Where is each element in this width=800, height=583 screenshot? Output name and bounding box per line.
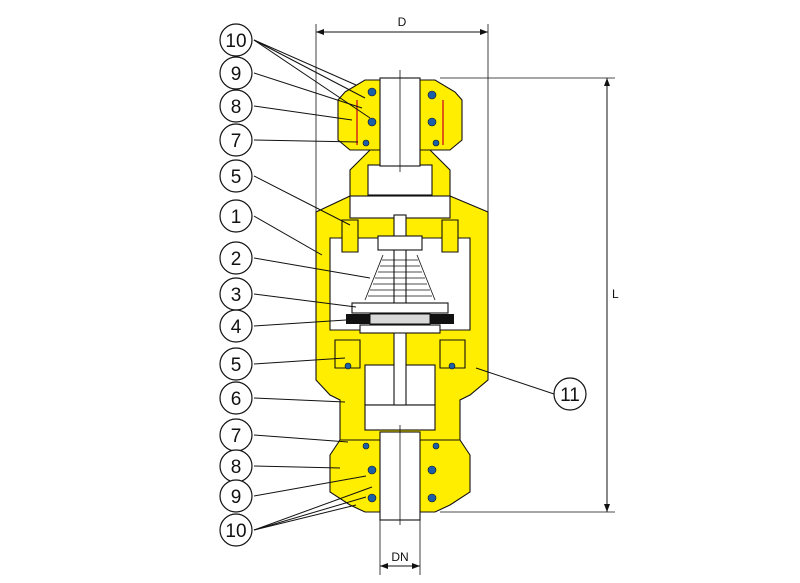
dimension-DN: DN — [379, 520, 421, 575]
seal-mid-1 — [344, 362, 352, 370]
dimension-L: L — [440, 77, 619, 513]
dim-D-label: D — [398, 15, 407, 29]
callout-2: 2 — [219, 241, 253, 275]
seal-bot-1 — [367, 465, 377, 475]
seal-bot-4 — [427, 493, 437, 503]
seal-top-6 — [432, 139, 440, 147]
svg-text:6: 6 — [231, 389, 242, 410]
callout-5-bottom: 5 — [219, 347, 253, 381]
spring-cone — [364, 254, 436, 301]
callout-9-bottom: 9 — [219, 479, 253, 513]
svg-text:8: 8 — [231, 97, 242, 118]
seal-bot-3 — [427, 465, 437, 475]
callout-5-top: 5 — [219, 159, 253, 193]
seal-mid-2 — [448, 362, 456, 370]
red-marks — [356, 100, 444, 145]
callout-10-top: 10 — [219, 23, 253, 57]
guide-seat-lower-r — [439, 339, 466, 369]
svg-text:9: 9 — [231, 487, 242, 508]
pipe-bore — [379, 70, 421, 525]
dimension-D: D — [315, 15, 489, 212]
callout-3: 3 — [219, 277, 253, 311]
disc-center — [369, 313, 431, 325]
seal-bot-5 — [362, 442, 370, 450]
svg-text:5: 5 — [231, 355, 242, 376]
callout-8-bottom: 8 — [219, 449, 253, 483]
leader-lines — [253, 39, 555, 531]
svg-text:1: 1 — [231, 207, 242, 228]
svg-text:11: 11 — [560, 385, 580, 406]
callout-8-top: 8 — [219, 89, 253, 123]
disc-holder — [351, 302, 449, 314]
stem-assembly — [346, 214, 454, 406]
callout-9-top: 9 — [219, 56, 253, 90]
disc-retainer — [359, 324, 441, 334]
guide-seat-upper-r — [441, 219, 459, 253]
svg-text:7: 7 — [231, 131, 242, 152]
dim-L-label: L — [612, 287, 619, 301]
svg-text:9: 9 — [231, 64, 242, 85]
seal-top-4 — [427, 117, 437, 127]
callout-4: 4 — [219, 309, 253, 343]
svg-text:8: 8 — [231, 457, 242, 478]
callout-6: 6 — [219, 381, 253, 415]
seals — [344, 87, 456, 503]
callout-11: 11 — [553, 377, 587, 411]
seal-top-5 — [362, 139, 370, 147]
seal-bot-6 — [432, 442, 440, 450]
guide-seat-upper — [341, 219, 359, 253]
svg-text:7: 7 — [231, 426, 242, 447]
stem-guide — [377, 235, 423, 251]
svg-text:2: 2 — [231, 249, 242, 270]
callout-7-top: 7 — [219, 123, 253, 157]
seal-top-2 — [367, 117, 377, 127]
svg-text:10: 10 — [225, 31, 246, 52]
callout-7-bottom: 7 — [219, 418, 253, 452]
callouts: 10 9 8 7 5 1 2 3 — [219, 23, 587, 547]
svg-text:10: 10 — [225, 521, 246, 542]
svg-text:3: 3 — [231, 285, 242, 306]
svg-text:4: 4 — [231, 317, 242, 338]
callout-1: 1 — [219, 199, 253, 233]
seal-bot-2 — [367, 493, 377, 503]
seal-top-3 — [427, 90, 437, 100]
spring-coils — [368, 259, 432, 297]
svg-text:5: 5 — [231, 167, 242, 188]
callout-10-bottom: 10 — [219, 513, 253, 547]
seal-top-1 — [367, 87, 377, 97]
dim-DN-label: DN — [391, 550, 408, 564]
